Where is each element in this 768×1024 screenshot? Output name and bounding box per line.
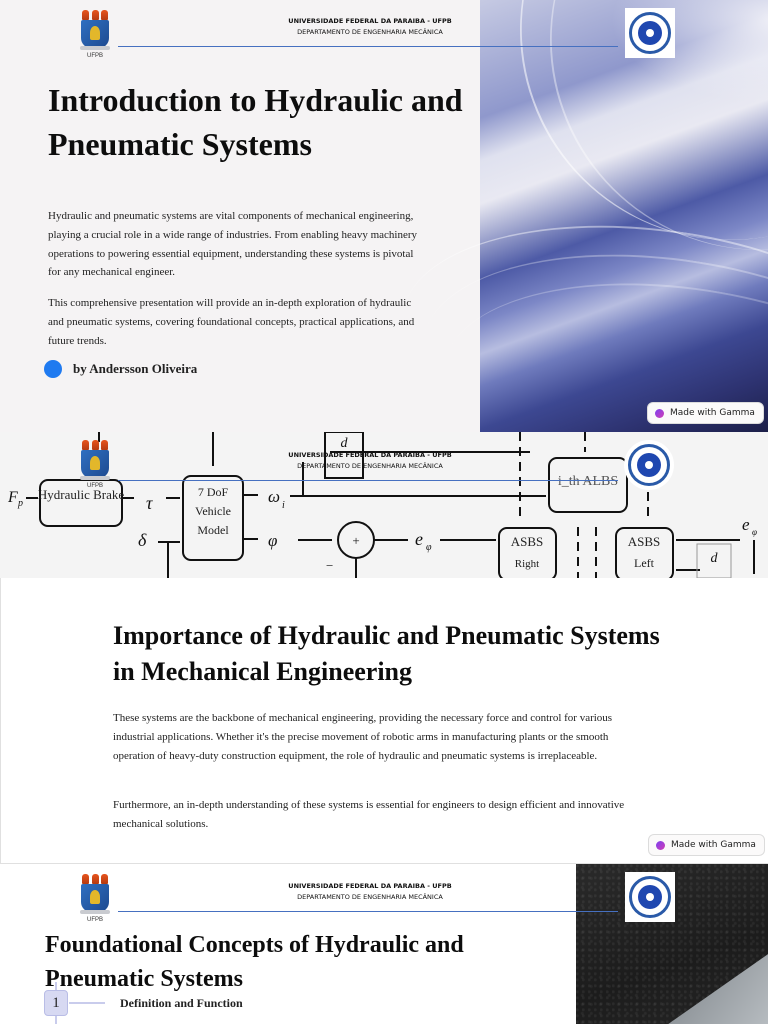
importance-paragraph-1: These systems are the backbone of mechan… [113,712,613,762]
svg-text:+: + [352,533,359,548]
dept-gear-seal-icon [625,872,675,922]
svg-text:e: e [415,529,423,549]
slide-control-diagram: F p Hydraulic Brake τ 7 DoF Vehicle Mode… [0,432,768,578]
dept-gear-seal-icon [625,8,675,58]
svg-text:7 DoF: 7 DoF [198,485,229,499]
gamma-logo-icon [655,408,664,418]
slide-title: Foundational Concepts of Hydraulic and P… [45,932,464,992]
svg-text:ASBS: ASBS [628,534,661,549]
header-divider [118,480,618,481]
svg-text:e: e [742,515,750,534]
svg-text:φ: φ [752,527,757,537]
slide-title: Introduction to Hydraulic and Pneumatic … [48,82,463,162]
svg-text:Model: Model [197,523,229,537]
timeline-line [55,1016,57,1024]
svg-text:τ: τ [146,493,153,513]
author-name: by Andersson Oliveira [73,361,198,376]
slide-introduction: UFPB UNIVERSIDADE FEDERAL DA PARAIBA - U… [0,0,768,432]
header-divider [118,46,618,47]
svg-text:φ: φ [426,542,432,553]
made-with-gamma-badge[interactable]: Made with Gamma [648,834,765,856]
dept-gear-seal-icon [624,440,674,490]
svg-text:Vehicle: Vehicle [195,504,231,518]
intro-paragraph-2: This comprehensive presentation will pro… [48,297,415,347]
ufpb-crest-icon: UFPB [80,874,110,926]
svg-text:i: i [282,500,285,511]
svg-text:i_th ALBS: i_th ALBS [558,474,618,489]
svg-text:d: d [341,436,349,451]
institution-name: UNIVERSIDADE FEDERAL DA PARAIBA - UFPB [288,17,452,25]
ufpb-crest-icon: UFPB [80,10,110,62]
svg-text:p: p [17,498,23,509]
hero-abstract-image [385,0,768,432]
slide-importance: Importance of Hydraulic and Pneumatic Sy… [0,578,768,864]
svg-text:ASBS: ASBS [511,534,544,549]
step-number-badge: 1 [44,990,68,1016]
step-label: Definition and Function [120,996,243,1010]
svg-text:−: − [326,558,333,573]
intro-paragraph-1: Hydraulic and pneumatic systems are vita… [48,210,417,279]
institution-header: UNIVERSIDADE FEDERAL DA PARAIBA - UFPB D… [288,451,452,470]
institution-header: UNIVERSIDADE FEDERAL DA PARAIBA - UFPB D… [288,882,452,901]
slide-title: Importance of Hydraulic and Pneumatic Sy… [113,621,660,686]
gamma-logo-icon [656,840,665,850]
svg-text:ω: ω [268,487,280,506]
svg-text:F: F [7,489,18,506]
importance-paragraph-2: Furthermore, an in-depth understanding o… [113,799,625,830]
slide-foundational-concepts: UFPB UNIVERSIDADE FEDERAL DA PARAIBA - U… [0,864,768,1024]
svg-text:Left: Left [634,556,655,570]
avatar [44,360,62,378]
ufpb-crest-icon: UFPB [80,440,110,492]
made-with-gamma-badge[interactable]: Made with Gamma [647,402,764,424]
department-name: DEPARTAMENTO DE ENGENHARIA MECÂNICA [297,28,443,36]
step-connector [69,1002,105,1004]
svg-text:d: d [711,551,719,566]
svg-text:Right: Right [515,558,539,570]
svg-text:Hydraulic Brake: Hydraulic Brake [38,487,125,502]
header-divider [118,911,618,912]
svg-text:φ: φ [268,531,277,550]
control-block-diagram: F p Hydraulic Brake τ 7 DoF Vehicle Mode… [7,432,757,578]
institution-header: UNIVERSIDADE FEDERAL DA PARAIBA - UFPB D… [280,16,460,38]
timeline-line [55,982,57,990]
svg-text:δ: δ [138,530,147,550]
author-row: by Andersson Oliveira [44,360,197,378]
